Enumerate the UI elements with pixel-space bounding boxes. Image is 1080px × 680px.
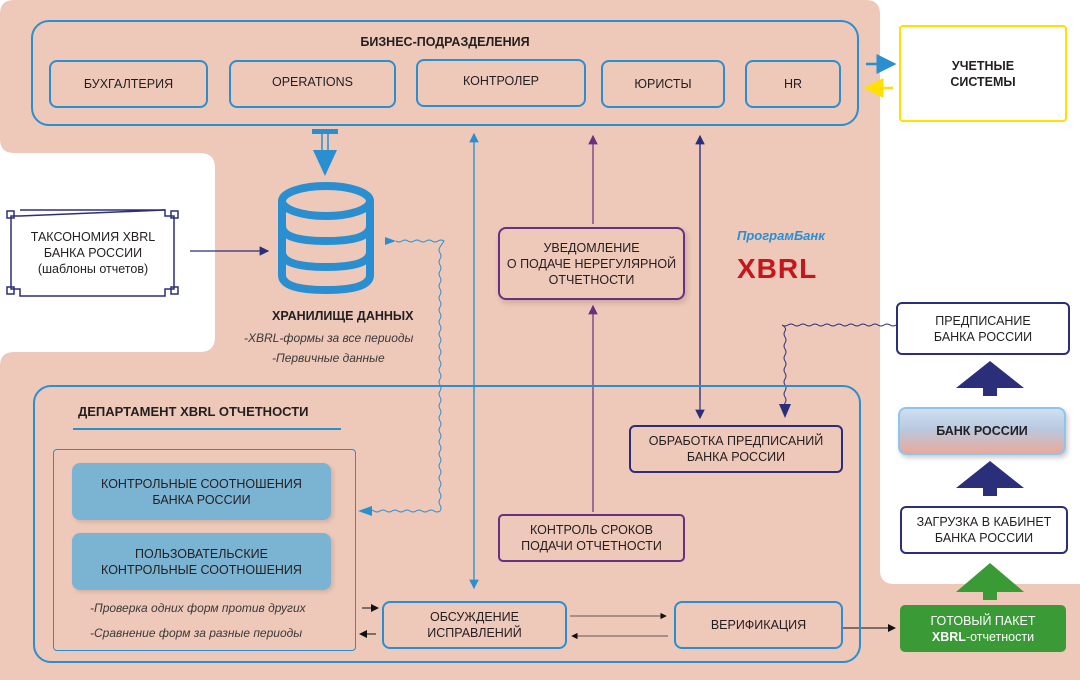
deadline-control-label: КОНТРОЛЬ СРОКОВ ПОДАЧИ ОТЧЕТНОСТИ (521, 523, 662, 553)
prescriptions-processing-label: ОБРАБОТКА ПРЕДПИСАНИЙ БАНКА РОССИИ (648, 434, 824, 464)
upload-label: ЗАГРУЗКА В КАБИНЕТ БАНКА РОССИИ (916, 515, 1052, 545)
notification-box[interactable]: УВЕДОМЛЕНИЕ О ПОДАЧЕ НЕРЕГУЛЯРНОЙ ОТЧЕТН… (498, 227, 685, 300)
unit-lawyers[interactable]: ЮРИСТЫ (601, 60, 725, 108)
notification-label: УВЕДОМЛЕНИЕ О ПОДАЧЕ НЕРЕГУЛЯРНОЙ ОТЧЕТН… (506, 240, 677, 287)
package-rest: -отчетности (965, 629, 1035, 644)
taxonomy-box[interactable]: ТАКСОНОМИЯ XBRL БАНКА РОССИИ (шаблоны от… (14, 212, 172, 294)
business-units-title: БИЗНЕС-ПОДРАЗДЕЛЕНИЯ (360, 35, 530, 49)
brand-name: ПрограмБанк (737, 228, 825, 243)
unit-operations[interactable]: OPERATIONS (229, 60, 396, 108)
business-units-container: БИЗНЕС-ПОДРАЗДЕЛЕНИЯ (31, 20, 859, 126)
check-note-1: -Проверка одних форм против других (90, 601, 306, 615)
control-ratios-custom[interactable]: ПОЛЬЗОВАТЕЛЬСКИЕ КОНТРОЛЬНЫЕ СООТНОШЕНИЯ (72, 533, 331, 590)
unit-hr-label: HR (783, 77, 803, 91)
package-xbrl: XBRL (931, 629, 966, 644)
prescription-box[interactable]: ПРЕДПИСАНИЕ БАНКА РОССИИ (896, 302, 1070, 355)
control-ratios-cbr[interactable]: КОНТРОЛЬНЫЕ СООТНОШЕНИЯ БАНКА РОССИИ (72, 463, 331, 520)
control-ratios-custom-label: ПОЛЬЗОВАТЕЛЬСКИЕ КОНТРОЛЬНЫЕ СООТНОШЕНИЯ (101, 546, 302, 577)
brand-product: XBRL (737, 253, 818, 284)
check-note-2: -Сравнение форм за разные периоды (90, 626, 303, 640)
accounting-systems-label: УЧЕТНЫЕ СИСТЕМЫ (950, 58, 1016, 89)
deadline-control-box[interactable]: КОНТРОЛЬ СРОКОВ ПОДАЧИ ОТЧЕТНОСТИ (498, 514, 685, 562)
unit-hr[interactable]: HR (745, 60, 841, 108)
control-ratios-cbr-label: КОНТРОЛЬНЫЕ СООТНОШЕНИЯ БАНКА РОССИИ (101, 476, 302, 507)
data-storage-note-1: -XBRL-формы за все периоды (244, 331, 414, 345)
verification-label: ВЕРИФИКАЦИЯ (710, 618, 807, 632)
prescriptions-processing-box[interactable]: ОБРАБОТКА ПРЕДПИСАНИЙ БАНКА РОССИИ (629, 425, 843, 473)
central-bank-box[interactable]: БАНК РОССИИ (898, 407, 1066, 455)
package-line1: ГОТОВЫЙ ПАКЕТ (930, 613, 1036, 628)
data-storage-title: ХРАНИЛИЩЕ ДАННЫХ (272, 309, 414, 323)
taxonomy-label: ТАКСОНОМИЯ XBRL БАНКА РОССИИ (шаблоны от… (30, 230, 156, 276)
upload-box[interactable]: ЗАГРУЗКА В КАБИНЕТ БАНКА РОССИИ (900, 506, 1068, 554)
central-bank-label: БАНК РОССИИ (936, 424, 1028, 438)
data-storage-note-2: -Первичные данные (272, 351, 385, 365)
unit-controller[interactable]: КОНТРОЛЕР (416, 59, 586, 107)
department-title-underline (73, 428, 341, 430)
unit-accounting-label: БУХГАЛТЕРИЯ (83, 77, 174, 91)
package-line2: XBRL-отчетности (932, 629, 1034, 645)
controls-group (53, 449, 356, 651)
unit-controller-label: КОНТРОЛЕР (462, 74, 540, 88)
prescription-label: ПРЕДПИСАНИЕ БАНКА РОССИИ (933, 313, 1033, 344)
unit-lawyers-label: ЮРИСТЫ (634, 77, 692, 91)
discussion-box[interactable]: ОБСУЖДЕНИЕ ИСПРАВЛЕНИЙ (382, 601, 567, 649)
unit-operations-label: OPERATIONS (271, 75, 354, 89)
unit-accounting[interactable]: БУХГАЛТЕРИЯ (49, 60, 208, 108)
department-container (33, 385, 861, 663)
discussion-label: ОБСУЖДЕНИЕ ИСПРАВЛЕНИЙ (427, 610, 522, 640)
accounting-systems-box[interactable]: УЧЕТНЫЕ СИСТЕМЫ (899, 25, 1067, 122)
package-box[interactable]: ГОТОВЫЙ ПАКЕТ XBRL-отчетности (900, 605, 1066, 652)
verification-box[interactable]: ВЕРИФИКАЦИЯ (674, 601, 843, 649)
department-title: ДЕПАРТАМЕНТ XBRL ОТЧЕТНОСТИ (78, 404, 309, 419)
